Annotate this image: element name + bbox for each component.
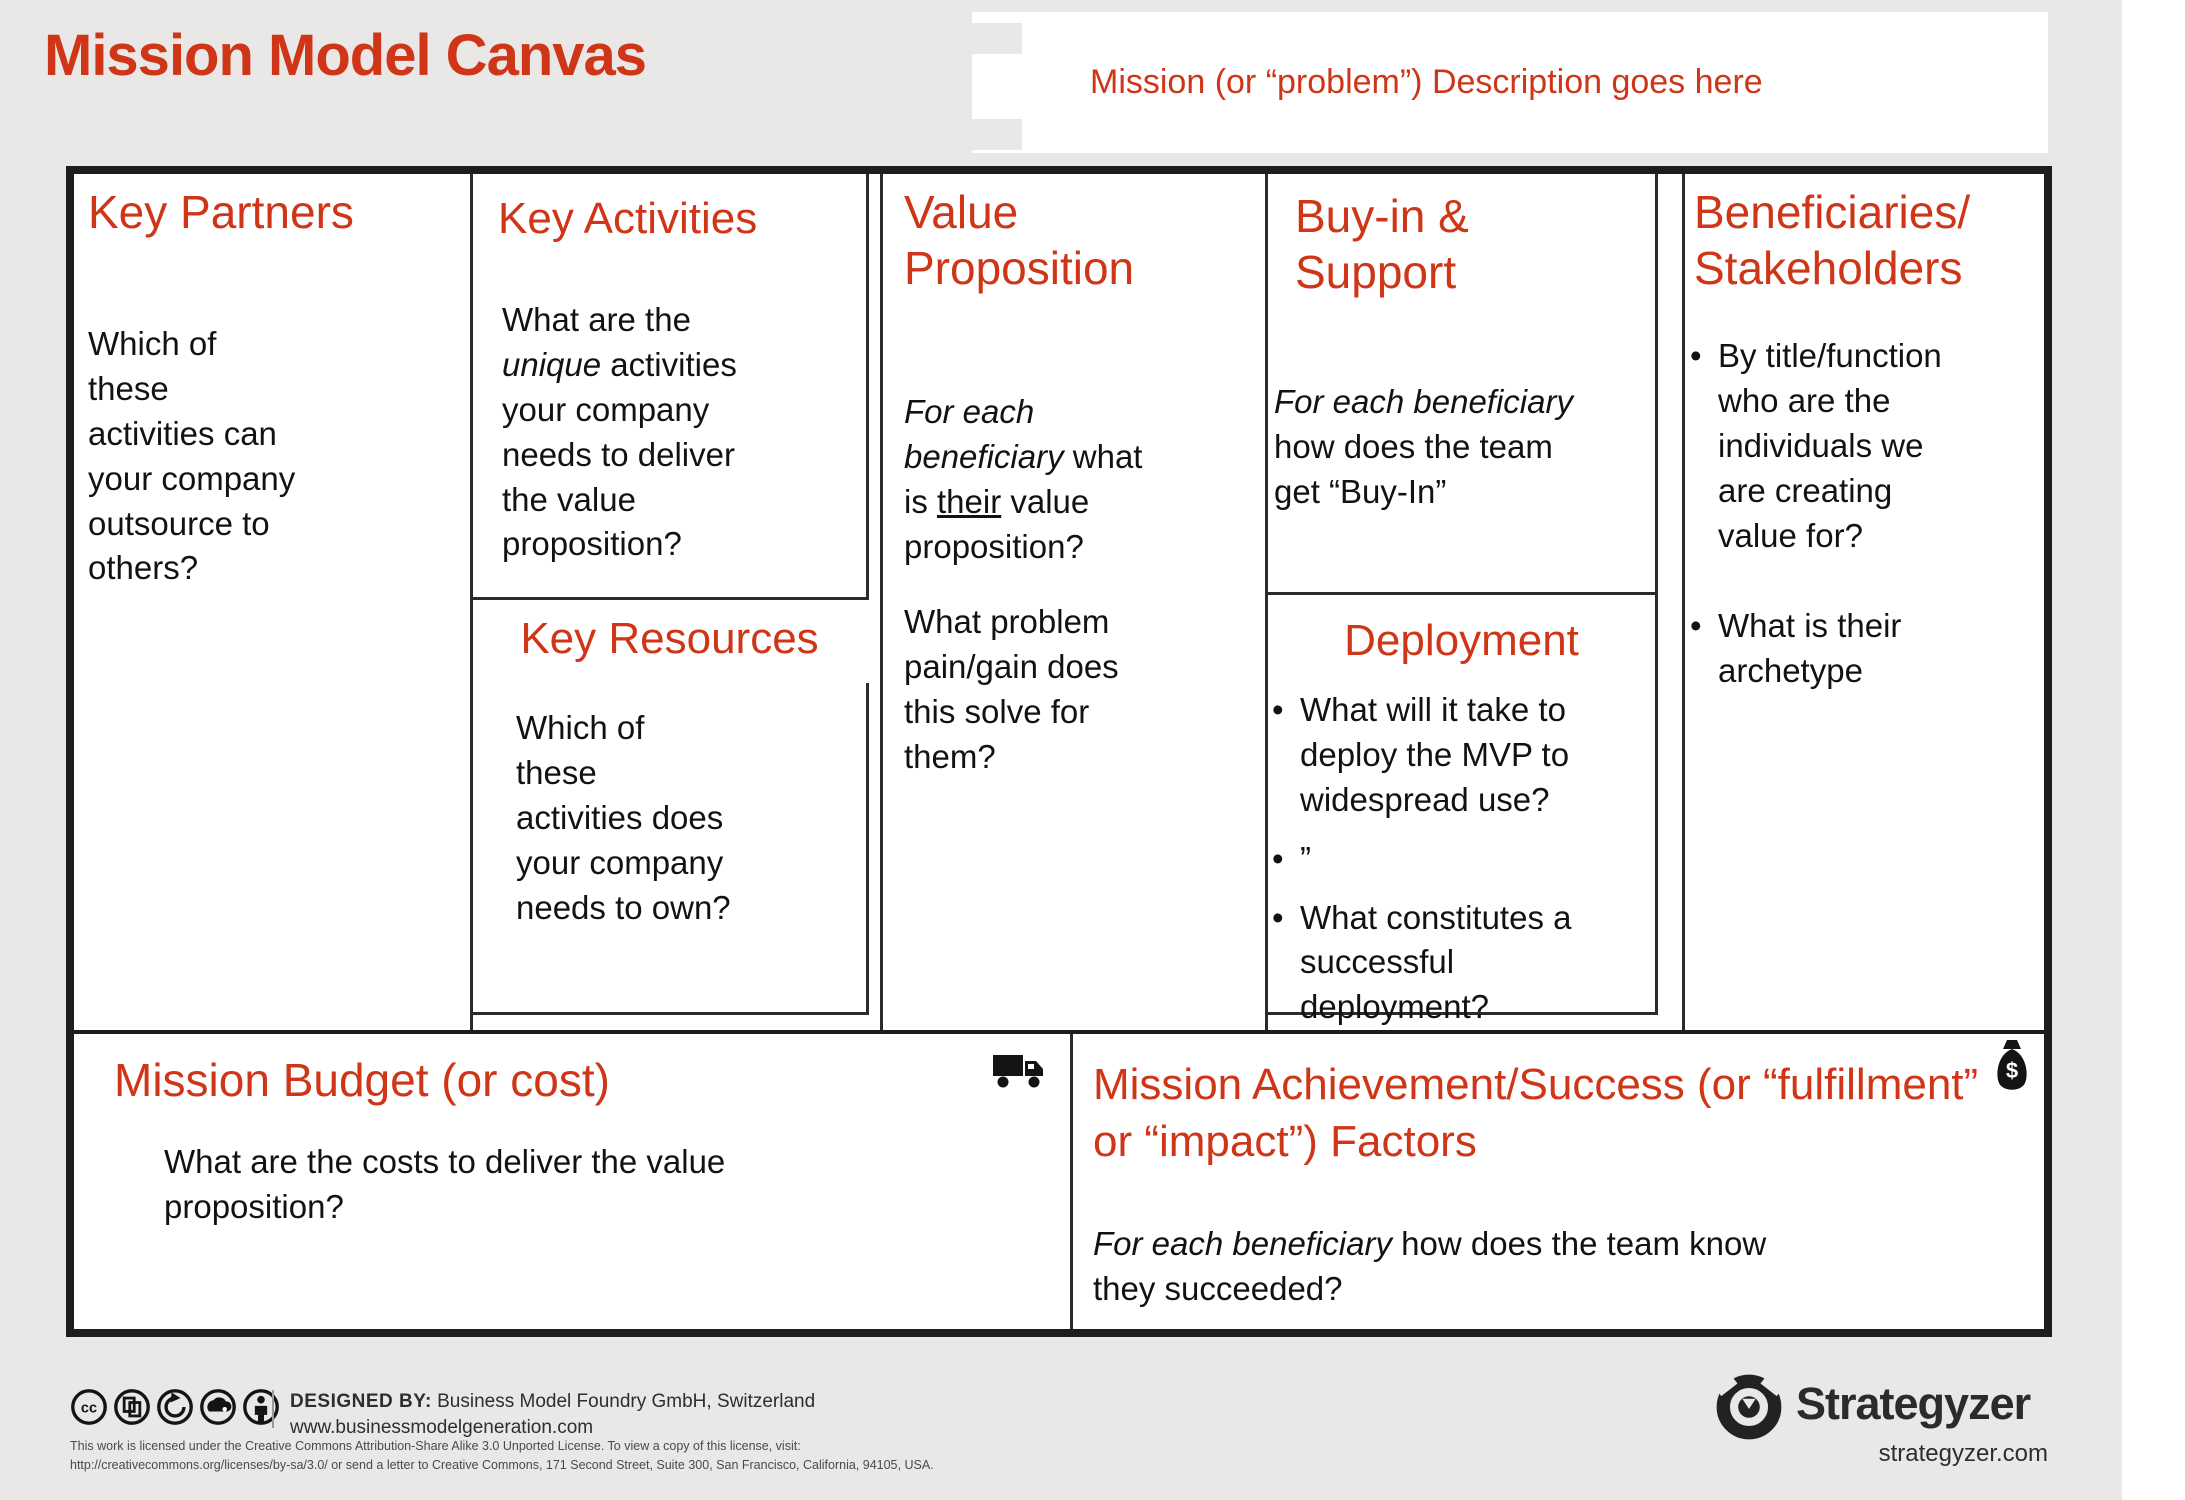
sampling-icon [114, 1389, 150, 1425]
creative-commons-icons: cc [70, 1388, 280, 1426]
deployment-bullet-3: What constitutes a successful deployment… [1300, 898, 1572, 1026]
beneficiaries-bullet-2: What is their archetype [1718, 607, 1902, 690]
vp-underlined-text: their [937, 482, 1002, 520]
bullet-icon: • [1272, 898, 1284, 936]
vp-italic-text: For each beneficiary [904, 393, 1064, 475]
mission-budget-body: What are the costs to deliver the value … [164, 1143, 726, 1225]
value-proposition-title: Value Proposition [904, 186, 1135, 295]
page-title: Mission Model Canvas [44, 23, 647, 88]
achievement-italic-text: For each beneficiary [1093, 1225, 1392, 1262]
license-line-1: This work is licensed under the Creative… [70, 1439, 801, 1453]
deployment-cell [1265, 595, 1658, 1015]
key-activities-body-italic: unique [502, 345, 602, 383]
bullet-item: • What constitutes a successful deploymen… [1272, 896, 1658, 1031]
mission-achievement-body: For each beneficiary how does the team k… [1093, 1222, 1823, 1312]
beneficiaries-bullet-1: By title/function who are the individual… [1718, 337, 1942, 554]
beneficiaries-bullets: • By title/function who are the individua… [1690, 334, 2042, 708]
remix-icon [200, 1389, 236, 1425]
buy-in-support-title: Buy-in & Support [1295, 190, 1469, 299]
beneficiaries-title: Beneficiaries/Stakeholders [1694, 184, 2044, 296]
buy-in-support-body: For each beneficiary how does the team g… [1274, 380, 1656, 515]
buy-in-support-cell [1265, 174, 1658, 595]
value-proposition-paragraph-1: For each beneficiary what is their value… [904, 390, 1244, 570]
key-activities-cell [470, 174, 869, 600]
license-text: This work is licensed under the Creative… [70, 1437, 1570, 1476]
bullet-icon: • [1690, 337, 1702, 374]
truck-icon [992, 1050, 1046, 1097]
bullet-icon: • [1272, 839, 1284, 877]
strategyzer-logo [1711, 1370, 1787, 1449]
key-activities-body: What are the unique activities your comp… [502, 298, 842, 567]
designed-by-block: DESIGNED BY: Business Model Foundry GmbH… [290, 1389, 815, 1440]
description-box-notch [972, 119, 1022, 150]
svg-text:$: $ [2006, 1058, 2018, 1083]
deployment-bullet-1: What will it take to deploy the MVP to w… [1300, 691, 1570, 818]
license-line-2: http://creativecommons.org/licenses/by-s… [70, 1458, 934, 1473]
designed-by-label: DESIGNED BY: [290, 1391, 432, 1412]
column-divider [880, 174, 883, 1030]
bullet-item: •” [1272, 837, 1658, 882]
row-divider [74, 1030, 2044, 1034]
beneficiaries-title-line2: Stakeholders [1694, 242, 1963, 295]
key-resources-body: Which of these activities does your comp… [516, 709, 731, 926]
value-proposition-paragraph-2: What problem pain/gain does this solve f… [904, 603, 1119, 775]
business-model-generation-link[interactable]: www.businessmodelgeneration.com [290, 1416, 594, 1438]
column-divider [1682, 174, 1685, 1030]
footer-divider [272, 1390, 274, 1428]
key-activities-body-rest: activities your company needs to deliver… [502, 345, 737, 563]
brand-name: Strategyzer [1796, 1378, 2031, 1429]
key-partners-title: Key Partners [88, 186, 354, 238]
key-resources-cell [470, 683, 869, 1015]
buy-in-italic-text: For each beneficiary [1274, 383, 1573, 420]
money-bag-icon: $ [1992, 1038, 2032, 1099]
bottom-row-divider [1070, 1034, 1073, 1329]
deployment-title: Deployment [1344, 616, 1579, 665]
key-partners-body: Which of these activities can your compa… [88, 325, 296, 587]
vp-mid-text: what is [904, 437, 1143, 520]
mission-achievement-title: Mission Achievement/Success (or “fulfill… [1093, 1060, 1979, 1167]
mission-description-box: Mission (or “problem”) Description goes … [972, 12, 2048, 153]
canvas-grid: Key Partners Which of these activities c… [66, 166, 2052, 1337]
brand-url-link[interactable]: strategyzer.com [1878, 1440, 2048, 1467]
vp-rest-text: value proposition? [904, 482, 1090, 565]
designed-by-value: Business Model Foundry GmbH, Switzerland [431, 1391, 816, 1412]
column-divider [470, 174, 473, 1030]
attribution-icon [243, 1389, 279, 1425]
key-activities-title: Key Activities [498, 194, 758, 243]
column-divider [1265, 174, 1268, 1030]
beneficiaries-title-line1: Beneficiaries/ [1694, 186, 1971, 238]
achievement-rest-text: how does the team know they succeeded? [1093, 1225, 1767, 1307]
mission-description-text: Mission (or “problem”) Description goes … [1090, 63, 1763, 101]
bullet-item: • What will it take to deploy the MVP to … [1272, 688, 1658, 823]
svg-text:cc: cc [81, 1401, 97, 1417]
key-resources-title: Key Resources [520, 614, 819, 663]
share-alike-icon [157, 1389, 193, 1425]
key-activities-body-lead: What are the [502, 301, 691, 338]
mission-budget-title: Mission Budget (or cost) [114, 1054, 610, 1106]
bullet-item: • What is their archetype [1690, 604, 2042, 694]
deployment-bullets: • What will it take to deploy the MVP to … [1272, 688, 1658, 1044]
deployment-bullet-2: ” [1300, 839, 1311, 877]
description-box-notch [972, 23, 1022, 54]
bullet-item: • By title/function who are the individua… [1690, 334, 2042, 558]
bullet-icon: • [1272, 691, 1284, 728]
buy-in-rest-text: how does the team get “Buy-In” [1274, 427, 1553, 510]
cc-icon: cc [71, 1389, 107, 1425]
bullet-icon: • [1690, 607, 1702, 645]
